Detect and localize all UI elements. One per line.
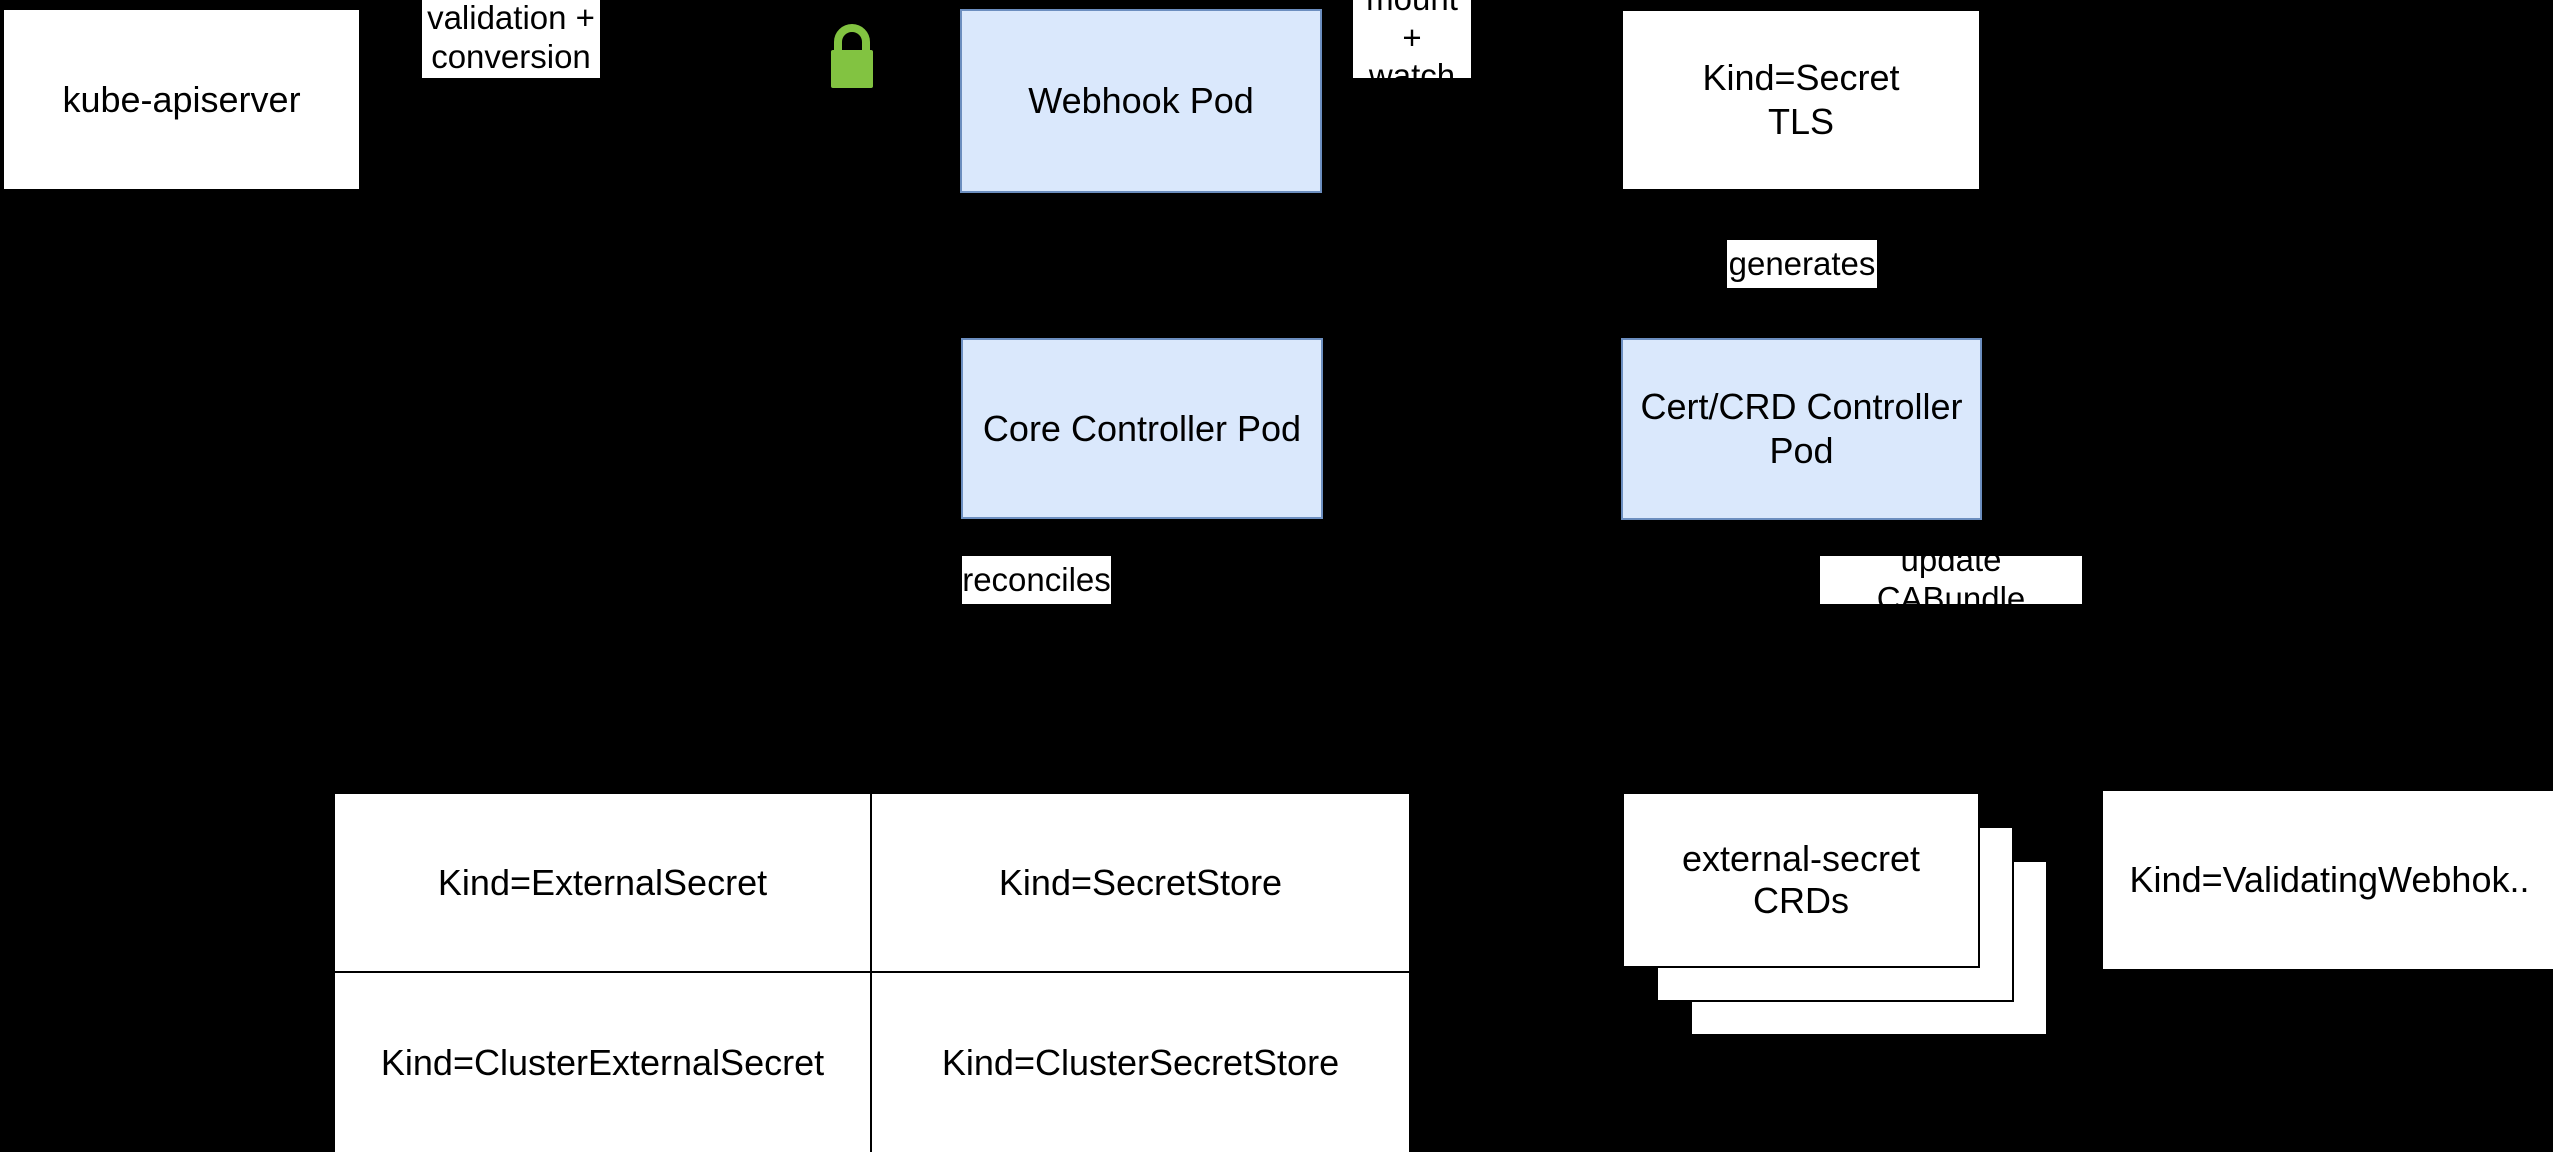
node-validating-webhook-label: Kind=ValidatingWebhok.. <box>2129 859 2530 901</box>
table-cell-external-secret[interactable]: Kind=ExternalSecret <box>335 794 872 973</box>
crd-card-front[interactable]: external-secret CRDs <box>1622 792 1980 968</box>
table-cell-cluster-external-secret-label: Kind=ClusterExternalSecret <box>380 1041 825 1083</box>
edge-label-update-cabundle-text: update CABundle <box>1876 541 2026 617</box>
edge-label-reconciles: reconciles <box>962 556 1111 604</box>
node-external-secret-crds-label: external-secret CRDs <box>1681 838 1921 921</box>
node-core-controller-pod-label: Core Controller Pod <box>982 407 1302 449</box>
edge-label-mount-watch-text: mount + watch <box>1366 0 1458 95</box>
edge-label-reconciles-text: reconciles <box>962 560 1111 598</box>
table-cell-cluster-secret-store[interactable]: Kind=ClusterSecretStore <box>872 973 1409 1152</box>
table-cell-secret-store-label: Kind=SecretStore <box>998 861 1283 903</box>
node-kind-secret-tls[interactable]: Kind=Secret TLS <box>1622 10 1980 190</box>
edge-label-update-cabundle: update CABundle <box>1820 541 2082 617</box>
node-external-secret-crds[interactable]: external-secret CRDs <box>1622 792 2048 1036</box>
edge-label-validation-conversion: validation + conversion <box>422 0 600 78</box>
node-validating-webhook[interactable]: Kind=ValidatingWebhok.. <box>2102 790 2553 970</box>
edge-label-mount-watch: mount + watch <box>1353 0 1471 94</box>
lock-icon <box>818 22 886 92</box>
kind-table: Kind=ExternalSecret Kind=SecretStore Kin… <box>333 792 1411 1152</box>
node-cert-crd-controller-pod-label: Cert/CRD Controller Pod <box>1640 386 1963 471</box>
edge-label-generates-text: generates <box>1728 244 1876 282</box>
node-kind-secret-tls-label: Kind=Secret TLS <box>1702 57 1900 142</box>
table-cell-cluster-secret-store-label: Kind=ClusterSecretStore <box>941 1041 1340 1083</box>
node-core-controller-pod[interactable]: Core Controller Pod <box>961 338 1323 519</box>
edge-label-validation-conversion-text: validation + conversion <box>427 0 595 75</box>
table-cell-secret-store[interactable]: Kind=SecretStore <box>872 794 1409 973</box>
node-cert-crd-controller-pod[interactable]: Cert/CRD Controller Pod <box>1621 338 1982 520</box>
node-kube-apiserver-label: kube-apiserver <box>62 78 301 120</box>
edge-label-generates: generates <box>1727 240 1877 288</box>
table-cell-cluster-external-secret[interactable]: Kind=ClusterExternalSecret <box>335 973 872 1152</box>
node-kube-apiserver[interactable]: kube-apiserver <box>3 9 360 190</box>
node-webhook-pod[interactable]: Webhook Pod <box>960 9 1322 193</box>
node-webhook-pod-label: Webhook Pod <box>1028 80 1254 122</box>
table-cell-external-secret-label: Kind=ExternalSecret <box>437 861 768 903</box>
